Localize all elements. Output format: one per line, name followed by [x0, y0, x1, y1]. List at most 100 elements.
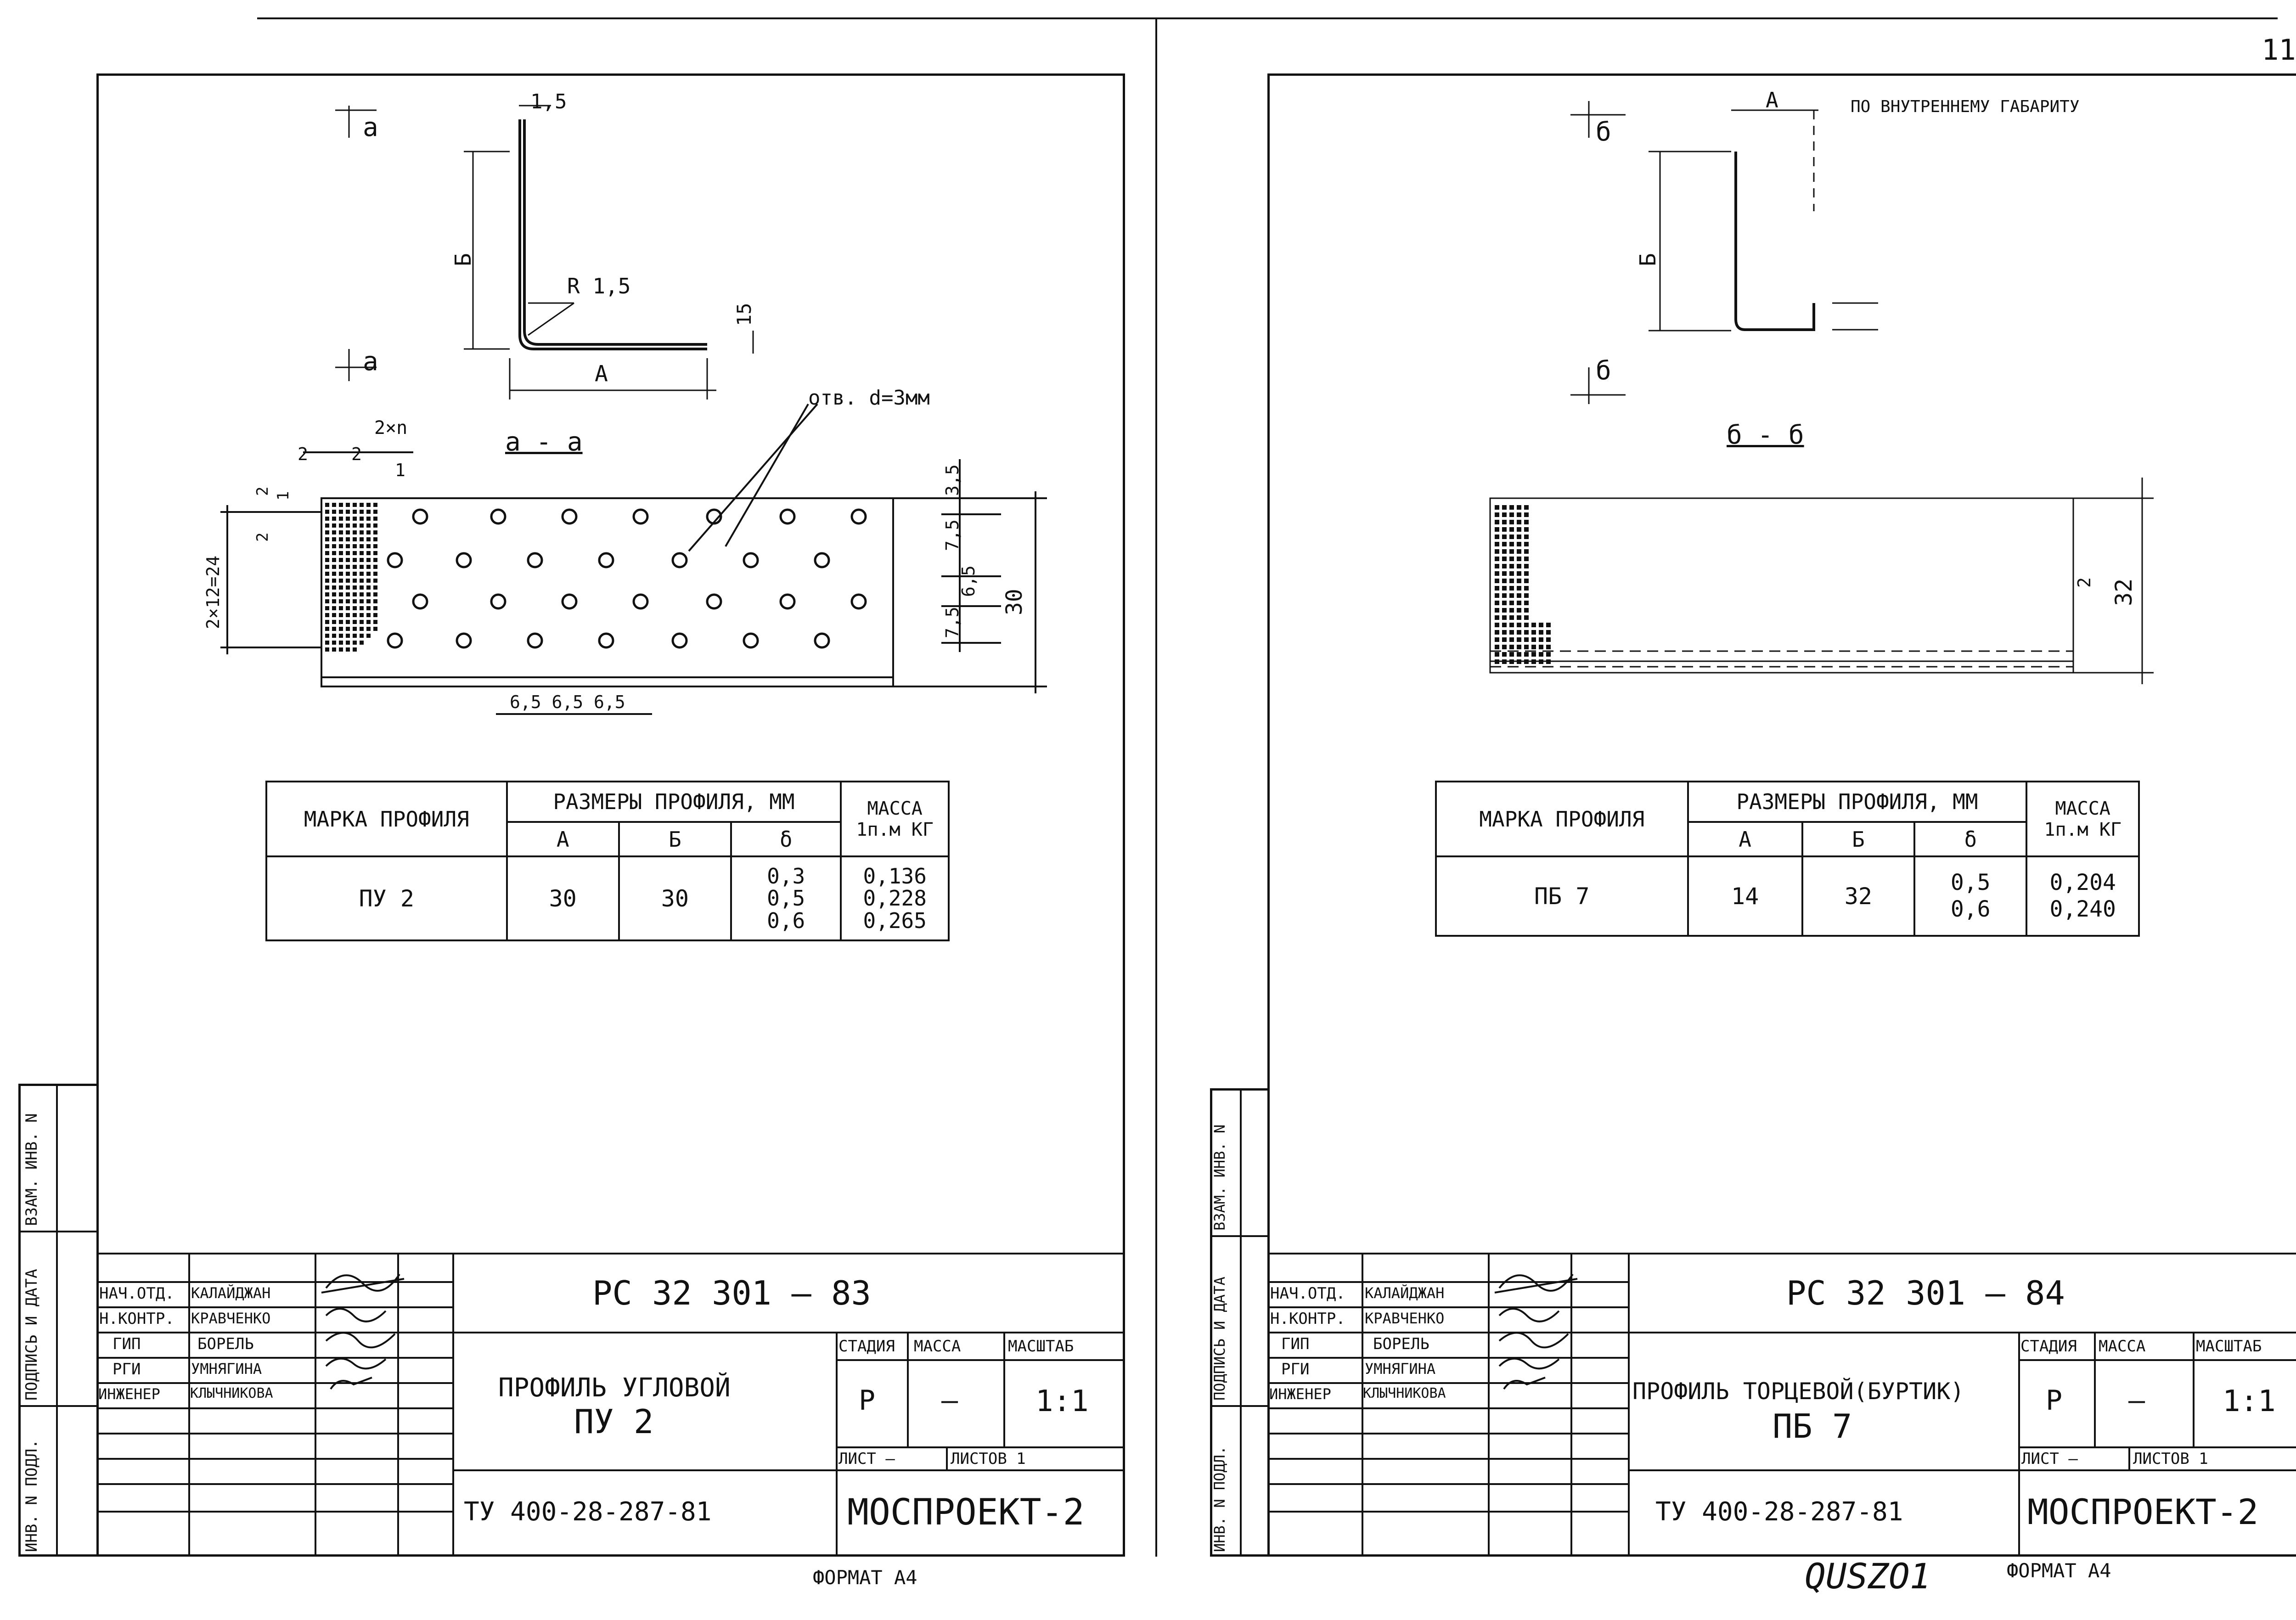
perforation-dot: [353, 613, 357, 617]
perforation-dot: [1524, 608, 1529, 613]
perforation-dot: [346, 572, 350, 576]
perforation-dot: [1495, 505, 1499, 510]
dim-radius: R 1,5: [567, 274, 631, 298]
perforation-dot: [346, 620, 350, 624]
left-sheet-frame: [96, 73, 1125, 1557]
perforation-dot: [339, 510, 343, 514]
perforation-dot: [373, 613, 377, 617]
perforation-dot: [346, 592, 350, 596]
perforation-dot: [1502, 645, 1507, 649]
drawing-title: ПРОФИЛЬ УГЛОВОЙ: [498, 1373, 731, 1403]
role-0: НАЧ.ОТД.: [99, 1284, 174, 1303]
perforation-dot: [339, 530, 343, 534]
perforation-dot: [1509, 630, 1514, 635]
perforation-dot: [1502, 579, 1507, 583]
side-stamp-inv: ИНВ. N ПОДЛ.: [23, 1439, 41, 1552]
side-stamp-sign: ПОДПИСЬ И ДАТА: [23, 1269, 41, 1401]
col-mark-header: МАРКА ПРОФИЛЯ: [265, 781, 508, 857]
perforation-dot: [1495, 593, 1499, 598]
perforation-dot: [353, 537, 357, 541]
cell-b: 30: [618, 855, 732, 941]
sheets-label: ЛИСТОВ 1: [951, 1450, 1026, 1468]
col-a-header: А: [506, 821, 620, 857]
perforation-dot: [325, 517, 329, 521]
perforation-dot: [332, 592, 336, 596]
perforation-dot: [360, 551, 364, 555]
perforation-dot: [346, 510, 350, 514]
perforation-dot: [325, 585, 329, 590]
perforation-dot: [332, 503, 336, 507]
perforation-dot: [332, 530, 336, 534]
perforation-dot: [1539, 645, 1543, 649]
perforation-dot: [1524, 630, 1529, 635]
dim-d2a: 2: [298, 444, 308, 464]
perforation-dot: [332, 647, 336, 652]
perforation-dot: [1546, 623, 1551, 627]
mass-value: —: [941, 1384, 958, 1417]
spec-number: ТУ 400-28-287-81: [464, 1497, 712, 1527]
perforation-dot: [1509, 586, 1514, 591]
cell-mass: 0,136 0,228 0,265: [840, 855, 950, 941]
perforation-dot: [332, 565, 336, 569]
perforation-dot: [325, 572, 329, 576]
perforation-dot: [1517, 505, 1521, 510]
perforation-dot: [1524, 586, 1529, 591]
r-stage-value: Р: [2046, 1384, 2063, 1417]
perforation-dot: [366, 606, 371, 610]
r-drawing-subtitle: ПБ 7: [1773, 1407, 1852, 1446]
perforation-dot: [1502, 512, 1507, 517]
perforation-dot: [353, 572, 357, 576]
perforation-dot: [346, 503, 350, 507]
perforation-dot: [346, 530, 350, 534]
perforation-dot: [1509, 564, 1514, 568]
left-spec-table: МАРКА ПРОФИЛЯ РАЗМЕРЫ ПРОФИЛЯ, ММ МАССА …: [265, 781, 950, 941]
perforation-dot: [373, 572, 377, 576]
format-label-left: ФОРМАТ А4: [813, 1566, 917, 1589]
perforation-dot: [1517, 659, 1521, 664]
perforation-dot: [353, 565, 357, 569]
r-scale-value: 1:1: [2223, 1384, 2276, 1418]
perforation-dot: [1517, 542, 1521, 546]
perforation-dot: [1495, 637, 1499, 642]
r-name-1: КРАВЧЕНКО: [1365, 1310, 1445, 1327]
name-2: БОРЕЛЬ: [197, 1335, 254, 1353]
perforation-dot: [1531, 659, 1536, 664]
hole-note: отв. d=3мм: [808, 386, 930, 410]
stage-value: Р: [859, 1384, 876, 1417]
perforation-dot: [360, 517, 364, 521]
perforation-dot: [360, 530, 364, 534]
left-angle-profile-drawing: [335, 105, 754, 399]
perforation-dot: [360, 565, 364, 569]
perforation-dot: [1517, 557, 1521, 561]
perforation-dot: [1495, 579, 1499, 583]
perforation-dot: [1524, 520, 1529, 524]
perforation-dot: [1524, 564, 1529, 568]
perforation-dot: [339, 565, 343, 569]
perforation-dot: [1531, 652, 1536, 657]
perforation-dot: [1495, 601, 1499, 605]
perforation-dot: [1509, 512, 1514, 517]
r-role-0: НАЧ.ОТД.: [1270, 1284, 1345, 1303]
r-mass-value: —: [2128, 1384, 2145, 1417]
perforation-dot: [332, 620, 336, 624]
perforation-dot: [360, 510, 364, 514]
perforation-dot: [373, 523, 377, 528]
perforation-dot: [346, 641, 350, 645]
r-cell-s-1: 0,6: [1950, 896, 1991, 922]
perforation-dot: [325, 634, 329, 638]
perforation-dot: [325, 558, 329, 562]
perforation-dot: [332, 551, 336, 555]
perforation-dot: [373, 544, 377, 548]
perforation-dot: [346, 544, 350, 548]
perforation-dot: [325, 510, 329, 514]
r-role-3: РГИ: [1281, 1360, 1310, 1378]
perforation-dot: [1495, 542, 1499, 546]
perforation-dot: [1495, 527, 1499, 532]
r-drawing-title: ПРОФИЛЬ ТОРЦЕВОЙ(БУРТИК): [1632, 1378, 1964, 1405]
perforation-dot: [1502, 571, 1507, 576]
r-col-s-header: δ: [1913, 821, 2028, 857]
perforation-dot: [1539, 623, 1543, 627]
perforation-dot: [1539, 630, 1543, 635]
perforation-dot: [1502, 615, 1507, 620]
dim-d2b: 2: [351, 444, 362, 464]
